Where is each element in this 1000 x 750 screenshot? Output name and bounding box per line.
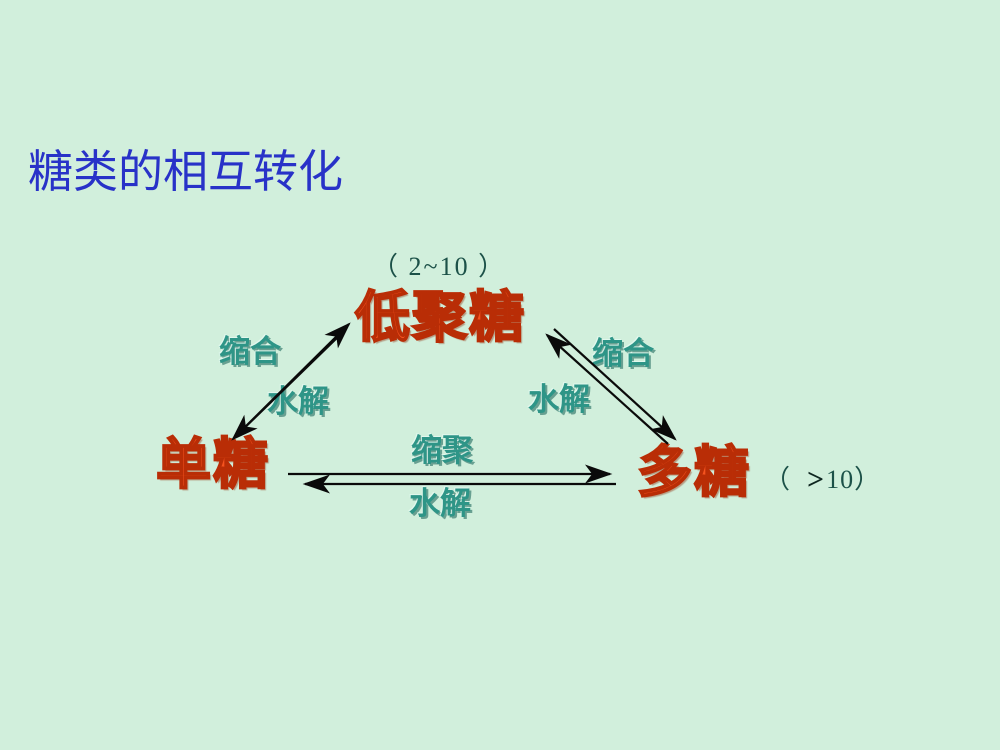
edge-label-polycondensation-middle: 缩聚 xyxy=(411,433,473,469)
edge-label-condensation-left: 缩合 xyxy=(219,334,281,370)
edge-label-hydrolysis-left: 水解 xyxy=(267,384,329,420)
polysaccharide-range-note: （ >10） xyxy=(764,462,882,496)
node-oligosaccharide: 低聚糖 xyxy=(354,287,527,348)
paren-open: （ xyxy=(764,465,792,494)
edge-label-condensation-right: 缩合 xyxy=(592,336,654,372)
node-monosaccharide: 单糖 xyxy=(155,434,271,495)
range-value: 10 xyxy=(826,465,855,494)
paren-close: ） xyxy=(854,465,882,494)
oligosaccharide-range-note: （ 2~10 ） xyxy=(372,252,507,281)
node-polysaccharide: 多糖 xyxy=(636,442,752,503)
greater-than-sign: > xyxy=(807,463,826,496)
page-title: 糖类的相互转化 xyxy=(28,147,344,197)
edge-label-hydrolysis-bottom: 水解 xyxy=(409,486,471,522)
edge-label-hydrolysis-right: 水解 xyxy=(528,382,590,418)
